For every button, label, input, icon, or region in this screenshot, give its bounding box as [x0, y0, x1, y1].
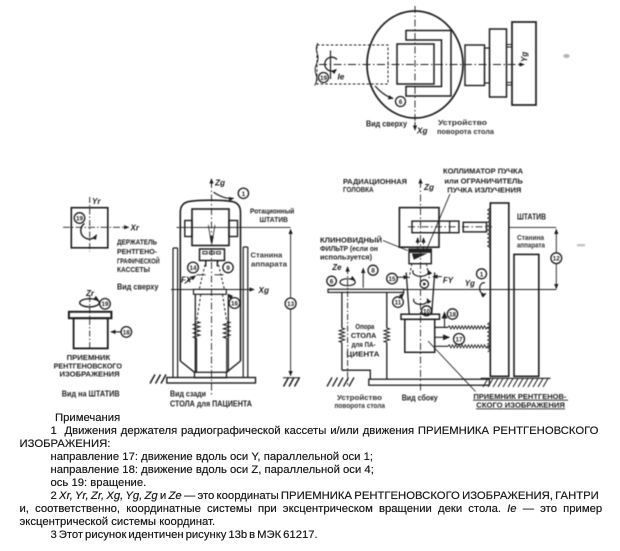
svg-text:СКОГО ИЗОБРАЖЕНИЯ: СКОГО ИЗОБРАЖЕНИЯ: [476, 401, 565, 410]
svg-text:поворота стола: поворота стола: [335, 401, 386, 410]
svg-text:ГОЛОВКА: ГОЛОВКА: [343, 185, 374, 194]
svg-text:КАССЕТЫ: КАССЕТЫ: [117, 265, 150, 274]
svg-text:19: 19: [101, 301, 109, 308]
svg-text:Ze: Ze: [331, 263, 342, 272]
svg-text:15: 15: [388, 276, 396, 283]
svg-text:6: 6: [330, 278, 334, 285]
svg-text:Станина: Станина: [251, 251, 284, 260]
svg-text:Zg: Zg: [423, 183, 434, 192]
svg-text:19: 19: [320, 75, 328, 82]
svg-text:поворота стола: поворота стола: [437, 127, 495, 136]
svg-text:11: 11: [395, 300, 402, 307]
svg-text:Станина: Станина: [517, 233, 545, 242]
svg-text:ПРИЕМНИК РЕНТГЕНОВ-: ПРИЕМНИК РЕНТГЕНОВ-: [473, 392, 567, 401]
svg-text:10: 10: [423, 308, 431, 315]
svg-text:Вид сверху: Вид сверху: [366, 120, 407, 129]
svg-text:Zg: Zg: [214, 179, 225, 188]
svg-text:18: 18: [123, 329, 131, 336]
svg-text:КЛИНОВИДНЫЙ: КЛИНОВИДНЫЙ: [320, 236, 382, 245]
svg-text:Yr: Yr: [92, 197, 101, 206]
svg-text:ШТАТИВ: ШТАТИВ: [260, 215, 289, 224]
svg-text:Ie: Ie: [338, 73, 345, 82]
svg-text:РЕНТГЕНОВСКОГО: РЕНТГЕНОВСКОГО: [54, 361, 123, 370]
svg-text:ПРИЕМНИК: ПРИЕМНИК: [67, 353, 111, 362]
svg-text:аппарата: аппарата: [251, 259, 288, 268]
svg-text:18: 18: [449, 312, 457, 319]
svg-text:9: 9: [226, 265, 230, 272]
svg-text:ИЗОБРАЖЕНИЯ: ИЗОБРАЖЕНИЯ: [60, 370, 120, 379]
svg-text:Zr: Zr: [85, 289, 95, 298]
svg-text:РЕНТГЕНО-: РЕНТГЕНО-: [117, 247, 157, 256]
svg-text:Вид сзади: Вид сзади: [170, 390, 206, 399]
svg-text:Опора: Опора: [355, 322, 375, 331]
svg-text:14: 14: [189, 265, 197, 272]
svg-text:ДЕРЖАТЕЛЬ: ДЕРЖАТЕЛЬ: [117, 238, 158, 247]
svg-text:аппарата: аппарата: [517, 241, 546, 250]
svg-text:FY: FY: [443, 276, 454, 285]
svg-text:РАДИАЦИОННАЯ: РАДИАЦИОННАЯ: [343, 177, 407, 186]
svg-text:8: 8: [371, 268, 375, 275]
svg-text:16: 16: [231, 301, 239, 308]
svg-text:ФИЛЬТР (если он: ФИЛЬТР (если он: [320, 244, 378, 253]
svg-text:Ротационный: Ротационный: [250, 206, 295, 215]
svg-text:Вид сбоку: Вид сбоку: [402, 393, 439, 402]
svg-text:1: 1: [242, 191, 246, 198]
svg-text:Устройство: Устройство: [337, 393, 382, 402]
svg-text:13: 13: [287, 301, 295, 308]
svg-text:Yg: Yg: [520, 52, 529, 62]
svg-text:Xg: Xg: [416, 127, 427, 136]
svg-text:используется): используется): [320, 252, 373, 261]
svg-text:Xr: Xr: [130, 224, 140, 233]
svg-text:FX: FX: [181, 275, 192, 284]
svg-text:19: 19: [76, 215, 84, 222]
svg-text:Вид сверху: Вид сверху: [117, 283, 159, 292]
svg-text:Xg: Xg: [258, 286, 269, 295]
svg-text:Yg: Yg: [465, 279, 475, 288]
svg-text:1: 1: [480, 271, 484, 278]
svg-text:6: 6: [399, 99, 403, 106]
svg-text:Устройство: Устройство: [438, 118, 487, 127]
svg-text:ЦИЕНТА: ЦИЕНТА: [346, 349, 380, 358]
svg-text:ГРАФИЧЕСКОЙ: ГРАФИЧЕСКОЙ: [117, 257, 160, 266]
svg-text:или ОГРАНИЧИТЕЛЬ: или ОГРАНИЧИТЕЛЬ: [444, 176, 523, 185]
svg-text:для ПА-: для ПА-: [352, 340, 376, 349]
svg-text:12: 12: [553, 256, 561, 263]
svg-text:КОЛЛИМАТОР ПУЧКА: КОЛЛИМАТОР ПУЧКА: [443, 166, 524, 175]
svg-text:СТОЛА для ПАЦИЕНТА: СТОЛА для ПАЦИЕНТА: [170, 400, 252, 409]
svg-text:ПУЧКА ИЗЛУЧЕНИЯ: ПУЧКА ИЗЛУЧЕНИЯ: [447, 186, 521, 195]
svg-text:СТОЛА: СТОЛА: [351, 331, 377, 340]
svg-text:ШТАТИВ: ШТАТИВ: [517, 213, 546, 222]
svg-text:Вид на ШТАТИВ: Вид на ШТАТИВ: [62, 389, 120, 398]
svg-text:17: 17: [455, 337, 463, 344]
